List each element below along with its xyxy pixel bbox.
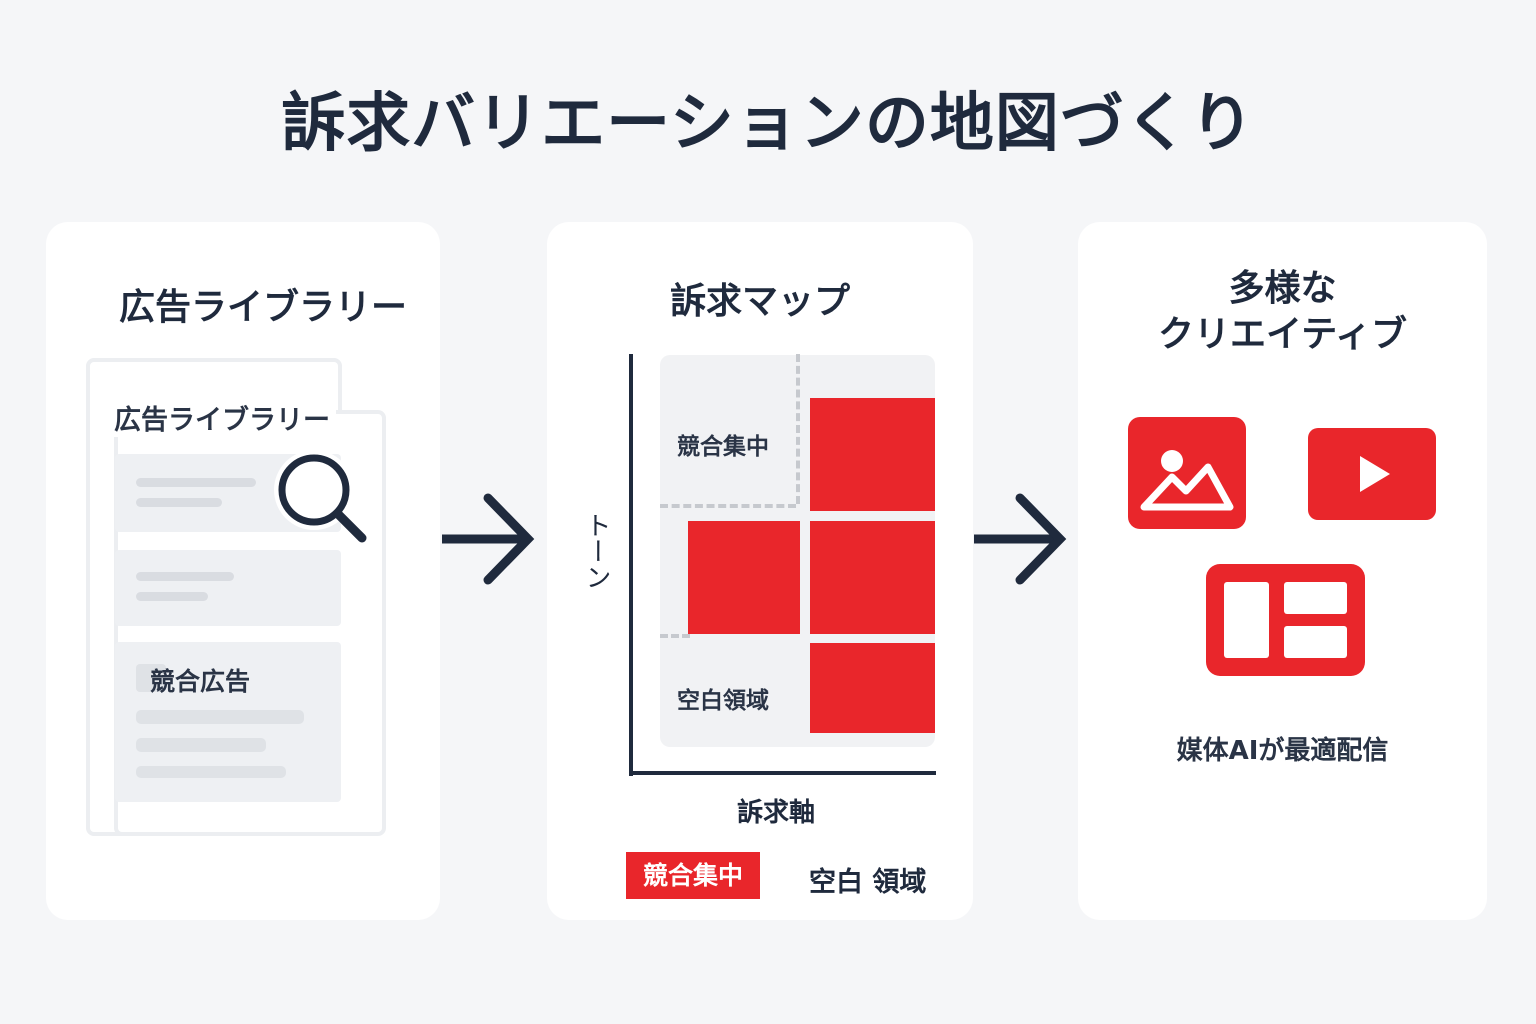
text-line [136,766,286,778]
competition-block [810,521,935,634]
map-heading: 訴求マップ [669,281,850,322]
cell-label-competition: 競合集中 [677,434,769,460]
layout-icon [1206,564,1365,676]
legend-whitespace: 空白 領域 [809,867,927,898]
delivery-caption: 媒体AIが最適配信 [1176,736,1389,766]
arrow-right-icon [974,493,1067,585]
library-heading: 広告ライブラリー [118,287,407,328]
legend-competition: 競合集中 [626,852,760,899]
text-line [136,738,266,752]
text-line [136,498,222,507]
y-axis [629,354,633,776]
arrow-right-icon [442,493,535,585]
competition-block [810,398,935,511]
competition-block [810,643,935,733]
ad-entry-2 [115,550,341,626]
y-axis-label: トーン [581,512,611,590]
magnifier-icon [274,450,367,543]
creative-panel: 多様な クリエイティブ 媒体AIが最適配信 [1078,222,1487,920]
image-icon [1128,417,1246,529]
appeal-map-panel: 訴求マップ 競合集中 空白領域 トーン 訴求軸 競合集中 空白 領域 [547,222,973,920]
x-axis-label: 訴求軸 [737,798,816,828]
grid-divider-horizontal [660,634,690,638]
creative-heading: 多様な クリエイティブ [1078,266,1487,358]
video-play-icon [1308,428,1436,520]
creative-heading-line1: 多様な [1228,268,1337,309]
text-line [136,572,234,581]
label-highlight [136,664,166,692]
cell-label-whitespace: 空白領域 [677,688,769,714]
grid-divider-horizontal [660,504,796,508]
competition-block [688,521,800,634]
text-line [136,478,256,487]
grid-divider-vertical [796,354,800,504]
text-line [136,592,208,601]
creative-heading-line2: クリエイティブ [1157,314,1408,355]
x-axis [629,771,936,775]
page-title: 訴求バリエーションの地図づくり [281,87,1255,161]
competitor-ad-label: 競合広告 [150,667,251,696]
library-panel: 広告ライブラリー 広告ライブラリー 競合広告 [46,222,440,920]
text-line [136,710,304,724]
document-label: 広告ライブラリー [114,398,336,437]
